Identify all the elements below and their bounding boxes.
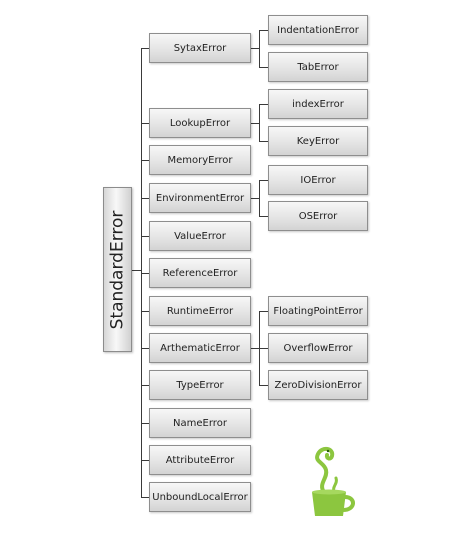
connector (141, 160, 149, 161)
node-floating-point-error: FloatingPointError (268, 296, 368, 326)
connector (259, 180, 260, 217)
node-environment-error: EnvironmentError (149, 183, 251, 213)
root-label: StandardError (107, 210, 128, 329)
node-name-error: NameError (149, 408, 251, 438)
connector (251, 348, 260, 349)
connector (259, 216, 268, 217)
connector (251, 198, 260, 199)
connector (259, 104, 260, 142)
connector (259, 180, 268, 181)
connector (251, 48, 260, 49)
connector (259, 385, 268, 386)
node-indentation-error: IndentationError (268, 15, 368, 45)
node-tab-error: TabError (268, 52, 368, 82)
connector (132, 270, 142, 271)
node-index-error: indexError (268, 89, 368, 119)
connector (141, 48, 149, 49)
connector (141, 385, 149, 386)
connector (259, 141, 268, 142)
node-runtime-error: RuntimeError (149, 296, 251, 326)
node-attribute-error: AttributeError (149, 445, 251, 475)
node-arthematic-error: ArthematicError (149, 333, 251, 363)
connector (141, 198, 149, 199)
node-sytax-error: SytaxError (149, 33, 251, 63)
node-memory-error: MemoryError (149, 145, 251, 175)
node-os-error: OSError (268, 201, 368, 231)
node-lookup-error: LookupError (149, 108, 251, 138)
connector (259, 348, 268, 349)
connector (251, 123, 260, 124)
connector (141, 348, 149, 349)
connector (141, 123, 149, 124)
node-io-error: IOError (268, 165, 368, 195)
connector (259, 67, 268, 68)
node-value-error: ValueError (149, 221, 251, 251)
connector (141, 236, 149, 237)
node-type-error: TypeError (149, 370, 251, 400)
connector (141, 311, 149, 312)
connector (141, 423, 149, 424)
connector (259, 30, 260, 68)
node-key-error: KeyError (268, 126, 368, 156)
connector (141, 273, 149, 274)
connector (259, 104, 268, 105)
connector (141, 497, 149, 498)
node-zero-division-error: ZeroDivisionError (268, 370, 368, 400)
node-reference-error: ReferenceError (149, 258, 251, 288)
connector (141, 460, 149, 461)
connector (259, 311, 268, 312)
green-mug-snake-logo-icon (312, 447, 355, 516)
node-overflow-error: OverflowError (268, 333, 368, 363)
connector (259, 30, 268, 31)
node-unbound-local-error: UnboundLocalError (149, 482, 251, 512)
root-node-standard-error: StandardError (103, 187, 132, 352)
